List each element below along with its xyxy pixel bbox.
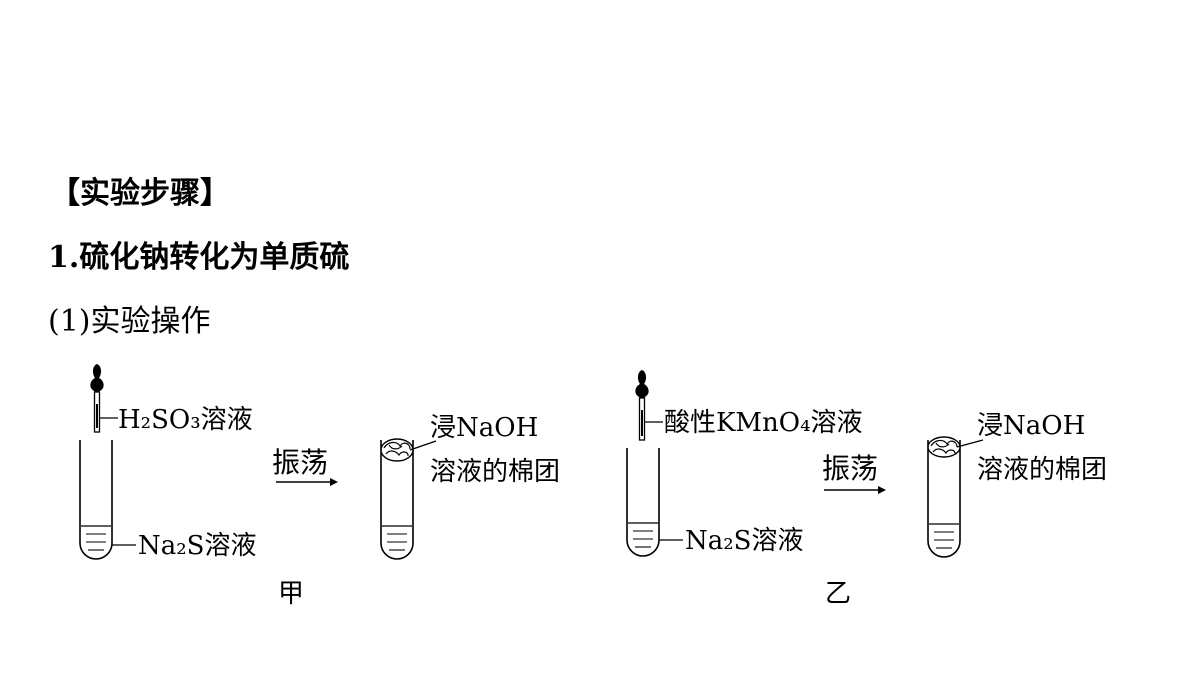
arrow-right (824, 486, 886, 494)
dropper-right (635, 370, 649, 441)
action-label-right: 振荡 (822, 452, 878, 485)
dropper-reagent-right: 酸性KMnO₄溶液 (664, 408, 863, 438)
tube-reagent-left: Na₂S溶液 (138, 531, 257, 561)
cotton-label-left-line1: 浸NaOH (430, 413, 538, 443)
apparatus-yi: 酸性KMnO₄溶液 Na₂S溶液 振荡 浸NaOH (626, 370, 1107, 609)
dropper-left (90, 364, 104, 433)
arrow-left (276, 478, 338, 486)
heading-experiment-steps: 【实验步骤】 (50, 176, 230, 211)
cotton-label-right-line2: 溶液的棉团 (977, 455, 1107, 485)
experiment-figure: H₂SO₃溶液 Na₂S溶液 振荡 (79, 364, 1107, 609)
test-tube-cotton-right (927, 436, 961, 558)
section-title: 1.硫化钠转化为单质硫 (48, 240, 350, 275)
apparatus-jia: H₂SO₃溶液 Na₂S溶液 振荡 (79, 364, 560, 609)
test-tube-right (626, 448, 660, 557)
test-tube-left (79, 440, 113, 560)
caption-yi: 乙 (825, 579, 851, 609)
subsection-title: (1)实验操作 (48, 304, 211, 339)
cotton-label-left-line2: 溶液的棉团 (430, 457, 560, 487)
caption-jia: 甲 (278, 579, 304, 609)
tube-reagent-right: Na₂S溶液 (685, 526, 804, 556)
test-tube-cotton-left (380, 438, 414, 560)
cotton-plug-icon (380, 438, 414, 462)
dropper-reagent-left: H₂SO₃溶液 (118, 405, 253, 435)
cotton-plug-icon (927, 436, 961, 458)
cotton-label-right-line1: 浸NaOH (977, 411, 1085, 441)
action-label-left: 振荡 (272, 446, 328, 479)
